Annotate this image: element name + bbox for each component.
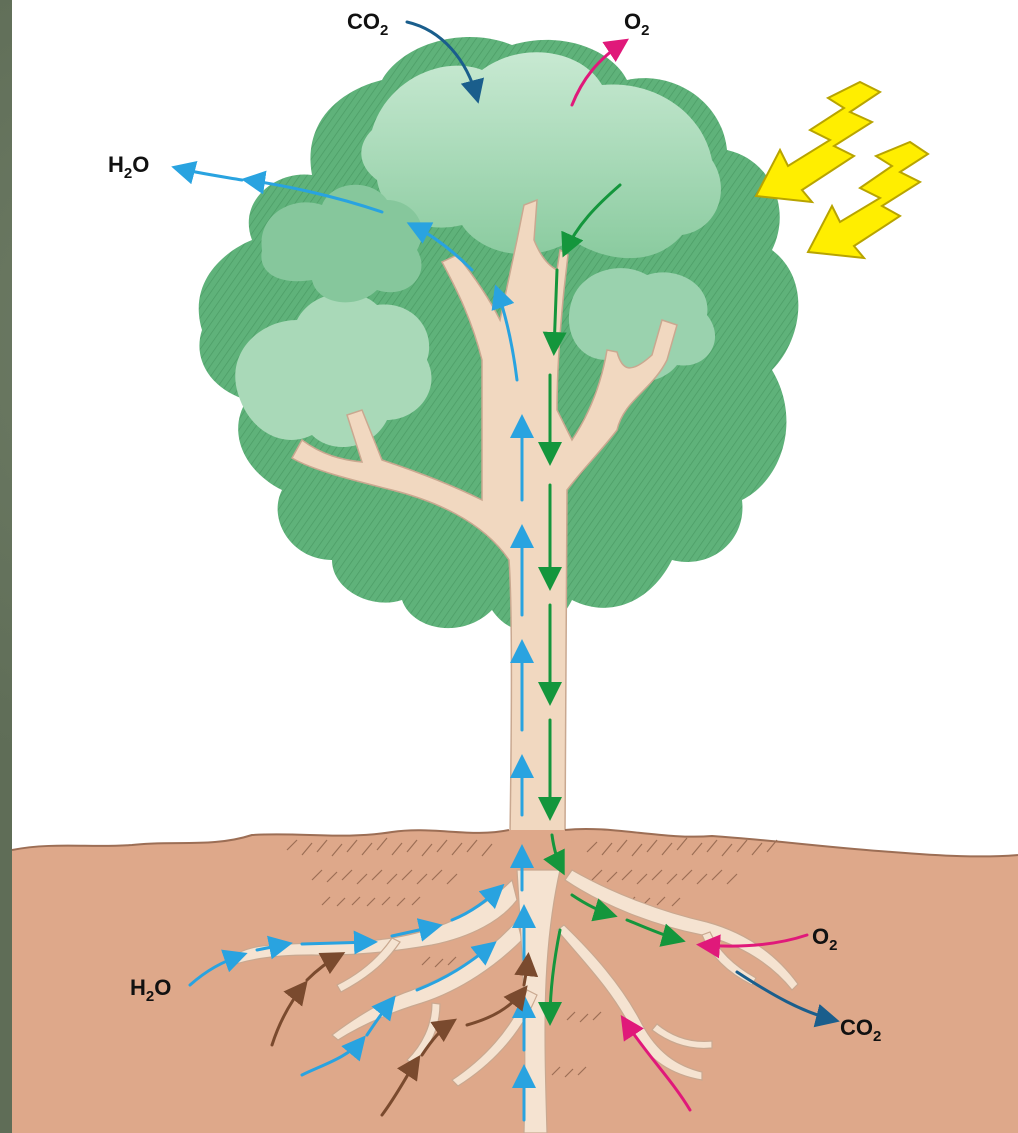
label-h2o-top: H2O — [108, 152, 149, 182]
sunlight-bolt-upper — [756, 82, 880, 202]
water-arrow-out-leaf — [177, 168, 242, 180]
label-o2-top: O2 — [624, 9, 649, 39]
label-co2-top: CO2 — [347, 9, 388, 39]
sunlight-bolts — [756, 82, 928, 258]
tree-gas-exchange-diagram: CO2 O2 H2O H2O O2 CO2 — [12, 0, 1018, 1133]
diagram-canvas: CO2 O2 H2O H2O O2 CO2 — [12, 0, 1018, 1133]
water-arrow-root-in-3 — [302, 942, 372, 944]
